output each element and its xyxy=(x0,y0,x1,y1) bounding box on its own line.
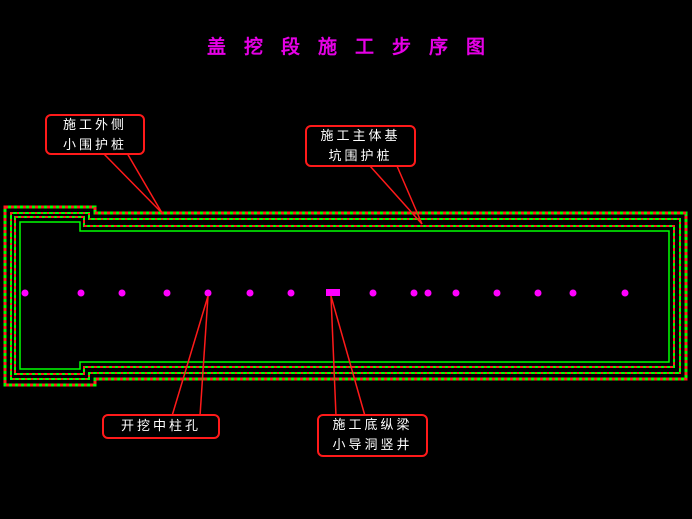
leader-main-pit-1 xyxy=(369,165,423,225)
column-hole-9 xyxy=(410,289,418,297)
shaft-marker xyxy=(326,289,340,296)
callout-bottom-beam: 施工底纵梁 小导洞竖井 xyxy=(317,414,428,457)
leader-column-1 xyxy=(171,295,209,417)
column-hole-4 xyxy=(163,289,171,297)
diagram-title: 盖挖段施工步序图 xyxy=(206,36,503,58)
leader-outer-pile-1 xyxy=(102,152,163,214)
column-hole-7 xyxy=(287,289,295,297)
column-holes xyxy=(21,289,629,297)
leader-main-pit-2 xyxy=(396,165,423,225)
callout-center-column-line1: 开挖中柱孔 xyxy=(120,419,201,434)
callout-center-column: 开挖中柱孔 xyxy=(102,414,220,439)
column-hole-1 xyxy=(21,289,29,297)
column-hole-5 xyxy=(204,289,212,297)
leader-outer-pile-2 xyxy=(126,152,163,214)
leader-column-2 xyxy=(199,295,209,417)
column-hole-10 xyxy=(424,289,432,297)
callout-bottom-beam-line1: 施工底纵梁 xyxy=(332,418,413,433)
leader-lines xyxy=(102,152,423,417)
callout-outer-pile-line2: 小围护桩 xyxy=(62,138,127,153)
column-hole-3 xyxy=(118,289,126,297)
column-hole-12 xyxy=(493,289,501,297)
callout-bottom-beam-line2: 小导洞竖井 xyxy=(332,438,413,453)
callout-main-pit-line1: 施工主体基 xyxy=(320,129,401,144)
leader-beam-1 xyxy=(330,295,337,417)
callout-outer-pile: 施工外侧 小围护桩 xyxy=(45,114,145,155)
leader-beam-2 xyxy=(330,295,366,417)
callout-outer-pile-line1: 施工外侧 xyxy=(62,118,127,133)
column-hole-6 xyxy=(246,289,254,297)
callout-main-pit-pile: 施工主体基 坑围护桩 xyxy=(305,125,416,167)
column-hole-8 xyxy=(369,289,377,297)
main-pit-wall-red xyxy=(14,216,675,375)
column-hole-11 xyxy=(452,289,460,297)
outer-retaining-wall xyxy=(3,205,688,387)
outer-wall-green xyxy=(3,205,688,387)
callout-main-pit-line2: 坑围护桩 xyxy=(328,149,393,164)
column-hole-15 xyxy=(621,289,629,297)
column-hole-14 xyxy=(569,289,577,297)
column-hole-2 xyxy=(77,289,85,297)
outer-wall-red xyxy=(3,205,688,387)
column-hole-13 xyxy=(534,289,542,297)
outer-wall-inner-red xyxy=(10,212,681,380)
outer-wall-inner-green xyxy=(10,212,681,380)
main-pit-wall xyxy=(14,216,675,375)
main-pit-inner-line xyxy=(19,221,670,370)
